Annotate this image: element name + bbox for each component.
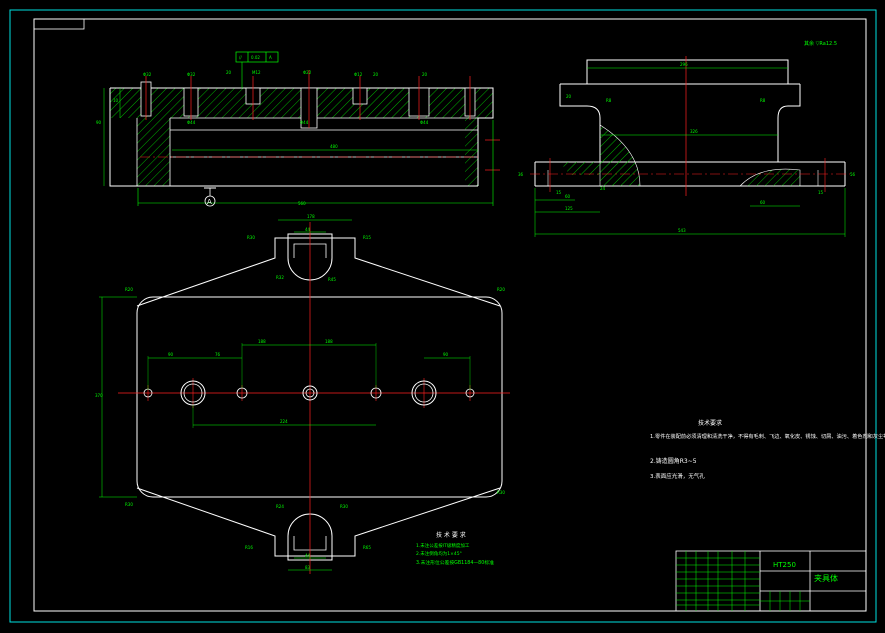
- plan-view: 178 44 R30 R15 R32 R45 R20 R20 R30 R30 3…: [95, 214, 510, 574]
- svg-text:1.零件在装配前必须清理和清洗干净，不得有毛刺、飞边、氧化皮: 1.零件在装配前必须清理和清洗干净，不得有毛刺、飞边、氧化皮、锈蚀、切屑、油污、…: [650, 432, 885, 440]
- svg-text:A: A: [207, 198, 212, 206]
- svg-text:560: 560: [298, 201, 306, 206]
- svg-text:R20: R20: [497, 287, 505, 292]
- svg-text:3.未注形位公差按GB1184—80标准: 3.未注形位公差按GB1184—80标准: [416, 559, 494, 566]
- svg-text:Φ32: Φ32: [143, 72, 152, 77]
- svg-text:Φ12: Φ12: [354, 72, 363, 77]
- svg-text:60: 60: [760, 200, 766, 205]
- svg-text:44: 44: [305, 227, 311, 232]
- roughness-note: 其余 ▽Ra12.5: [804, 40, 837, 47]
- svg-text:R15: R15: [363, 235, 371, 240]
- svg-text:10: 10: [113, 98, 119, 103]
- svg-text:90: 90: [168, 352, 174, 357]
- svg-text:15: 15: [818, 190, 824, 195]
- svg-text:90: 90: [96, 120, 102, 125]
- svg-text:188: 188: [325, 339, 333, 344]
- svg-text:480: 480: [330, 144, 338, 149]
- svg-text:2.铸造圆角R3~5: 2.铸造圆角R3~5: [650, 457, 697, 465]
- svg-text:技术要求: 技术要求: [698, 419, 722, 427]
- svg-text:R8: R8: [760, 98, 766, 103]
- svg-text:R30: R30: [340, 504, 348, 509]
- svg-text:60: 60: [565, 194, 571, 199]
- svg-text:2.未注倒角均为1×45°: 2.未注倒角均为1×45°: [416, 550, 462, 557]
- svg-text:296: 296: [680, 62, 688, 67]
- side-view: 296 326 543 R8 R8 125 60 60 20 36 56 24 …: [518, 56, 856, 237]
- svg-text:R24: R24: [276, 504, 284, 509]
- svg-text:326: 326: [690, 129, 698, 134]
- svg-text:R30: R30: [125, 502, 133, 507]
- title-block: HT250 夹具体: [675, 550, 867, 612]
- svg-text:R65: R65: [363, 545, 371, 550]
- svg-text:R8: R8: [606, 98, 612, 103]
- material-label: HT250: [773, 561, 796, 569]
- corner-tab: [33, 18, 85, 30]
- svg-text:20: 20: [566, 94, 572, 99]
- inner-border: [33, 18, 867, 612]
- svg-text:20: 20: [226, 70, 232, 75]
- svg-text:56: 56: [850, 172, 856, 177]
- tech-requirements-right: 技术要求 1.零件在装配前必须清理和清洗干净，不得有毛刺、飞边、氧化皮、锈蚀、切…: [650, 419, 885, 480]
- datum-symbol: A: [204, 187, 216, 207]
- svg-text:1.未注公差按IT级精度加工: 1.未注公差按IT级精度加工: [416, 542, 470, 549]
- svg-text:44: 44: [305, 553, 311, 558]
- svg-text:20: 20: [373, 72, 379, 77]
- svg-text:R16: R16: [245, 545, 253, 550]
- svg-text:Φ32: Φ32: [187, 72, 196, 77]
- svg-text:24: 24: [600, 186, 606, 191]
- svg-text:90: 90: [443, 352, 449, 357]
- svg-text:Φ44: Φ44: [420, 120, 429, 125]
- svg-text:R20: R20: [125, 287, 133, 292]
- svg-text:A: A: [269, 55, 272, 60]
- svg-text:R30: R30: [247, 235, 255, 240]
- part-name: 夹具体: [814, 573, 838, 583]
- front-view: 560 480 90 10 Φ32 Φ32 M12 Φ22 Φ12 20 Φ44…: [96, 51, 500, 207]
- svg-text:15: 15: [556, 190, 562, 195]
- svg-text:R45: R45: [328, 277, 336, 282]
- svg-text:83: 83: [305, 565, 311, 570]
- svg-text:R30: R30: [497, 490, 505, 495]
- svg-text:技 术 要 求: 技 术 要 求: [436, 531, 466, 539]
- svg-text:3.表面应光滑，无气孔: 3.表面应光滑，无气孔: [650, 472, 705, 480]
- svg-text:20: 20: [422, 72, 428, 77]
- tolerance-frame: // 0.02 A: [235, 51, 279, 88]
- svg-text:224: 224: [280, 419, 288, 424]
- svg-text:M12: M12: [252, 70, 261, 75]
- svg-text:370: 370: [95, 393, 103, 398]
- svg-text:76: 76: [215, 352, 221, 357]
- svg-text:Φ44: Φ44: [187, 120, 196, 125]
- svg-text:Φ22: Φ22: [303, 70, 312, 75]
- svg-text:0.02: 0.02: [251, 55, 260, 60]
- svg-text:Φ44: Φ44: [300, 120, 309, 125]
- svg-text:125: 125: [565, 206, 573, 211]
- svg-text:36: 36: [518, 172, 524, 177]
- svg-text:R32: R32: [276, 275, 284, 280]
- svg-text://: //: [239, 55, 242, 60]
- svg-text:543: 543: [678, 228, 686, 233]
- tech-requirements-left: 技 术 要 求 1.未注公差按IT级精度加工 2.未注倒角均为1×45° 3.未…: [416, 531, 494, 566]
- svg-text:188: 188: [258, 339, 266, 344]
- svg-text:178: 178: [307, 214, 315, 219]
- outer-border: [9, 9, 877, 623]
